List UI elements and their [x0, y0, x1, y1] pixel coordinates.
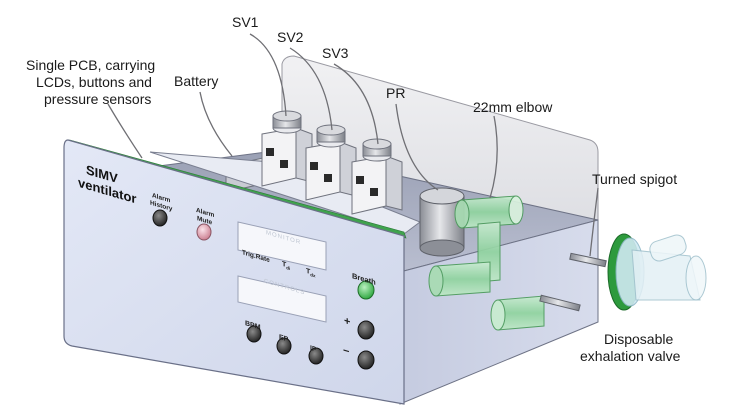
- leader-pcb: [107, 103, 143, 159]
- bpm-button[interactable]: [246, 325, 262, 343]
- minus-label: −: [343, 345, 350, 359]
- leader-sv2: [289, 47, 333, 131]
- leader-lines: [107, 33, 599, 257]
- lcd-monitor: [237, 221, 327, 271]
- leader-sv3: [333, 63, 379, 145]
- alarm-mute-button[interactable]: [196, 223, 212, 241]
- exhalation-valve: [607, 233, 707, 311]
- ep-button[interactable]: [276, 337, 292, 355]
- t-dx-label: Tdx: [306, 267, 316, 279]
- pr-callout: PR: [386, 85, 405, 101]
- pcb-callout-line1: Single PCB, carrying: [26, 57, 155, 73]
- minus-button[interactable]: [357, 350, 375, 370]
- sv3-callout: SV3: [322, 45, 349, 61]
- solenoid-valve-sv1: [261, 110, 313, 187]
- solenoid-valve-sv3: [351, 138, 403, 215]
- turned-spigot: [539, 252, 607, 312]
- pcb-callout-line3: pressure sensors: [44, 91, 151, 107]
- t-di-label: Tdi: [282, 260, 290, 271]
- battery-callout: Battery: [174, 73, 218, 89]
- plus-button[interactable]: [357, 320, 375, 340]
- ip-button[interactable]: [308, 347, 324, 365]
- leader-sv1: [249, 33, 287, 117]
- plus-label: +: [344, 315, 351, 329]
- leader-elbow: [489, 115, 498, 199]
- elbow-callout: 22mm elbow: [473, 99, 553, 115]
- leader-battery: [199, 91, 233, 157]
- leader-pr: [395, 103, 439, 191]
- solenoid-valve-sv2: [305, 124, 357, 201]
- alarm-history-button[interactable]: [152, 209, 168, 227]
- lcd-controls: [237, 275, 327, 323]
- pcb-callout-line2: LCDs, buttons and: [36, 74, 152, 90]
- valve-callout-line2: exhalation valve: [580, 348, 681, 364]
- valve-callout-line1: Disposable: [604, 331, 673, 347]
- sv1-callout: SV1: [232, 14, 259, 30]
- alarm-mute-label-2: Mute: [197, 215, 212, 226]
- front-panel: [63, 139, 405, 405]
- ip-label: IP: [310, 344, 317, 354]
- leader-spigot: [589, 187, 599, 257]
- elbow-22mm: [428, 195, 545, 331]
- ep-label: EP: [279, 333, 289, 344]
- spigot-callout: Turned spigot: [592, 171, 677, 187]
- breath-button[interactable]: [357, 280, 375, 300]
- sv2-callout: SV2: [277, 29, 304, 45]
